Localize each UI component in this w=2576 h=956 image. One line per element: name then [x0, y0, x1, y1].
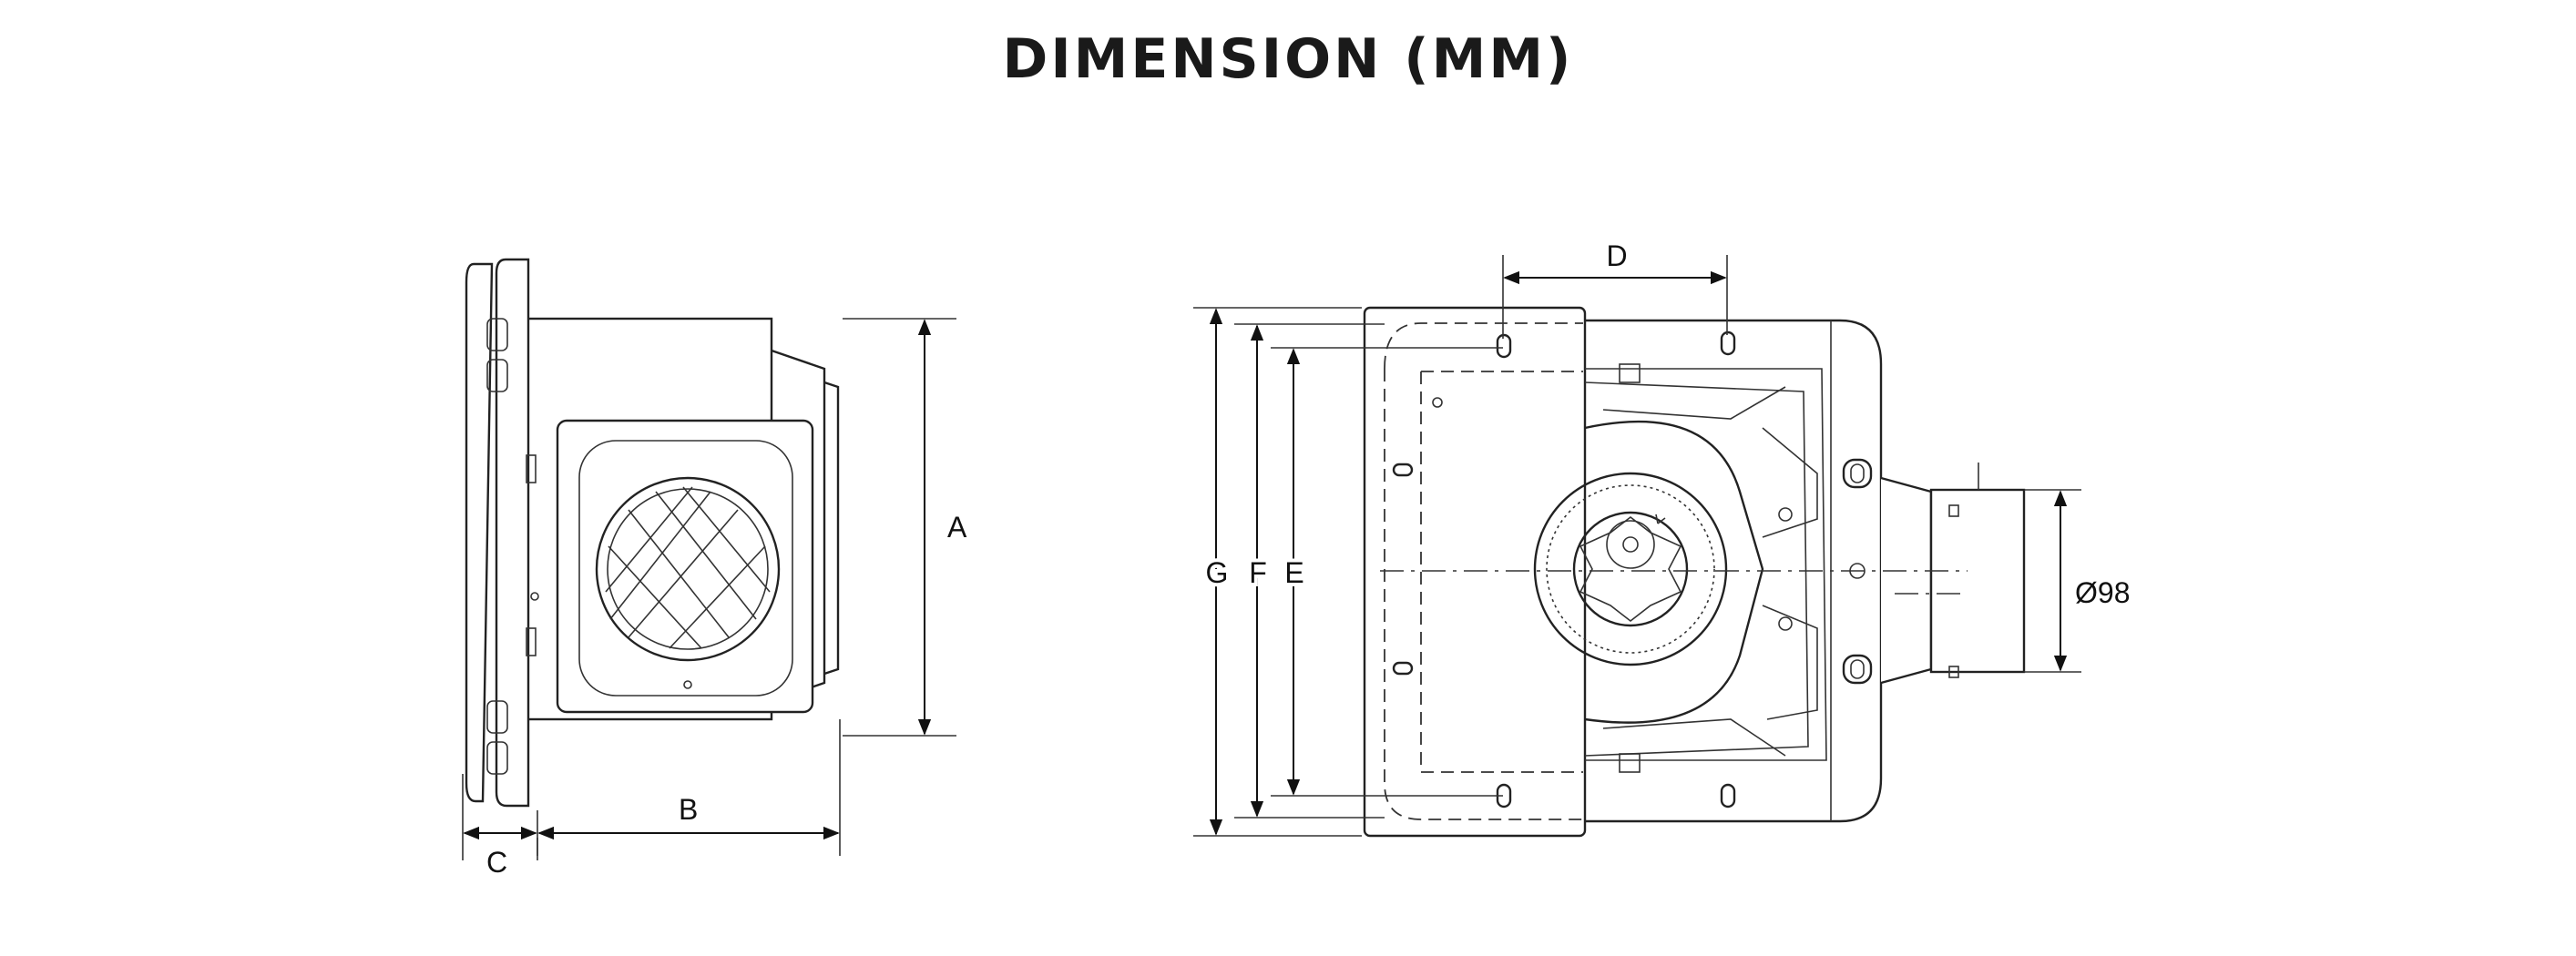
dimension-b [537, 719, 841, 856]
grille-grid [605, 486, 771, 649]
label-diameter: Ø98 [2075, 576, 2130, 609]
dimension-f [1234, 323, 1385, 819]
dimension-g [1193, 307, 1362, 837]
label-a: A [947, 511, 967, 544]
top-flange [1363, 306, 1587, 838]
top-view [1363, 306, 2026, 838]
outlet-neck [1880, 476, 1933, 685]
outlet-duct [1929, 488, 2026, 674]
blower-wheel [1533, 472, 1728, 666]
label-e: E [1284, 556, 1303, 589]
side-view [465, 258, 840, 808]
dimension-d [1502, 255, 1728, 339]
side-front-panel [495, 258, 530, 808]
dimension-c [462, 774, 538, 860]
page-title: DIMENSION (MM) [1002, 27, 1574, 91]
dimension-diameter [2024, 489, 2081, 673]
label-d: D [1606, 239, 1627, 272]
side-front-cover [465, 262, 494, 803]
dimension-e [1271, 347, 1503, 797]
side-front-face [556, 419, 814, 714]
dimension-a [843, 318, 956, 737]
label-g: G [1206, 556, 1229, 589]
label-f: F [1249, 556, 1267, 589]
label-b: B [679, 793, 698, 826]
label-c: C [486, 846, 507, 879]
grille-circle [595, 476, 781, 662]
